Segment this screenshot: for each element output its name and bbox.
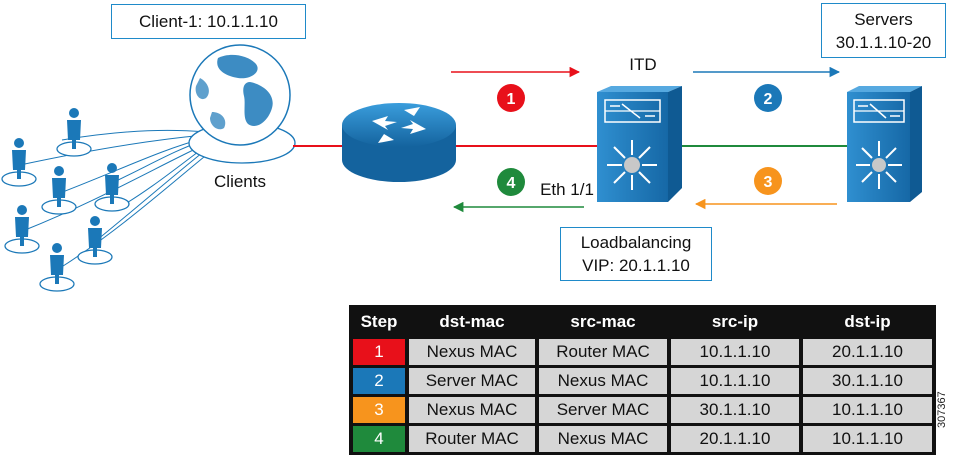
figure-id: 307367: [936, 391, 948, 428]
person-icon: [4, 205, 40, 254]
vip-address: VIP: 20.1.1.10: [582, 256, 690, 275]
dst-ip-cell: 20.1.1.10: [803, 339, 932, 365]
src-ip-cell: 10.1.1.10: [671, 339, 799, 365]
server-switch-icon: [847, 86, 922, 202]
step-cell: 3: [353, 397, 405, 423]
router-icon: [342, 103, 456, 182]
step-badge-3: 3: [754, 167, 782, 195]
table-row: 2 Server MAC Nexus MAC 10.1.1.10 30.1.1.…: [353, 368, 932, 394]
itd-label: ITD: [629, 55, 656, 74]
loadbalancing-title: Loadbalancing: [580, 233, 692, 252]
step-badge-2: 2: [754, 84, 782, 112]
src-mac-cell: Router MAC: [539, 339, 667, 365]
header-step: Step: [353, 308, 405, 336]
person-icon: [56, 108, 92, 157]
dst-mac-cell: Server MAC: [409, 368, 535, 394]
person-icon: [77, 216, 113, 265]
src-ip-cell: 30.1.1.10: [671, 397, 799, 423]
itd-switch-icon: [597, 86, 682, 202]
servers-label-box: Servers 30.1.1.10-20: [821, 3, 946, 58]
servers-ip-range: 30.1.1.10-20: [835, 33, 932, 52]
step-badge-number: 4: [507, 175, 516, 192]
client-label-box: Client-1: 10.1.1.10: [111, 4, 306, 39]
src-ip-cell: 20.1.1.10: [671, 426, 799, 452]
dst-ip-cell: 10.1.1.10: [803, 426, 932, 452]
servers-title: Servers: [854, 10, 913, 29]
dst-mac-cell: Nexus MAC: [409, 397, 535, 423]
step-cell: 2: [353, 368, 405, 394]
person-icon: [94, 163, 130, 212]
client-label: Client-1: 10.1.1.10: [139, 12, 278, 31]
step-cell: 1: [353, 339, 405, 365]
person-icon: [1, 138, 37, 187]
header-dst-ip: dst-ip: [803, 308, 932, 336]
globe-icon: [188, 44, 296, 164]
person-icon: [39, 243, 75, 292]
table-row: 1 Nexus MAC Router MAC 10.1.1.10 20.1.1.…: [353, 339, 932, 365]
table-header-row: Step dst-mac src-mac src-ip dst-ip: [353, 308, 932, 336]
step-cell: 4: [353, 426, 405, 452]
dst-mac-cell: Nexus MAC: [409, 339, 535, 365]
table-row: 4 Router MAC Nexus MAC 20.1.1.10 10.1.1.…: [353, 426, 932, 452]
dst-mac-cell: Router MAC: [409, 426, 535, 452]
header-src-mac: src-mac: [539, 308, 667, 336]
src-mac-cell: Nexus MAC: [539, 368, 667, 394]
eth-label: Eth 1/1: [540, 180, 594, 199]
table-row: 3 Nexus MAC Server MAC 30.1.1.10 10.1.1.…: [353, 397, 932, 423]
clients-label: Clients: [214, 172, 266, 191]
src-ip-cell: 10.1.1.10: [671, 368, 799, 394]
step-badge-4: 4: [497, 168, 525, 196]
step-badge-number: 1: [507, 91, 516, 108]
step-badge-number: 3: [764, 174, 773, 191]
src-mac-cell: Server MAC: [539, 397, 667, 423]
client-person-icons: [1, 108, 130, 292]
loadbalancing-label-box: Loadbalancing VIP: 20.1.1.10: [560, 227, 712, 281]
step-badge-1: 1: [497, 84, 525, 112]
header-src-ip: src-ip: [671, 308, 799, 336]
dst-ip-cell: 30.1.1.10: [803, 368, 932, 394]
packet-flow-table: Step dst-mac src-mac src-ip dst-ip 1 Nex…: [349, 305, 936, 455]
src-mac-cell: Nexus MAC: [539, 426, 667, 452]
step-badge-number: 2: [764, 91, 773, 108]
person-icon: [41, 166, 77, 215]
dst-ip-cell: 10.1.1.10: [803, 397, 932, 423]
header-dst-mac: dst-mac: [409, 308, 535, 336]
